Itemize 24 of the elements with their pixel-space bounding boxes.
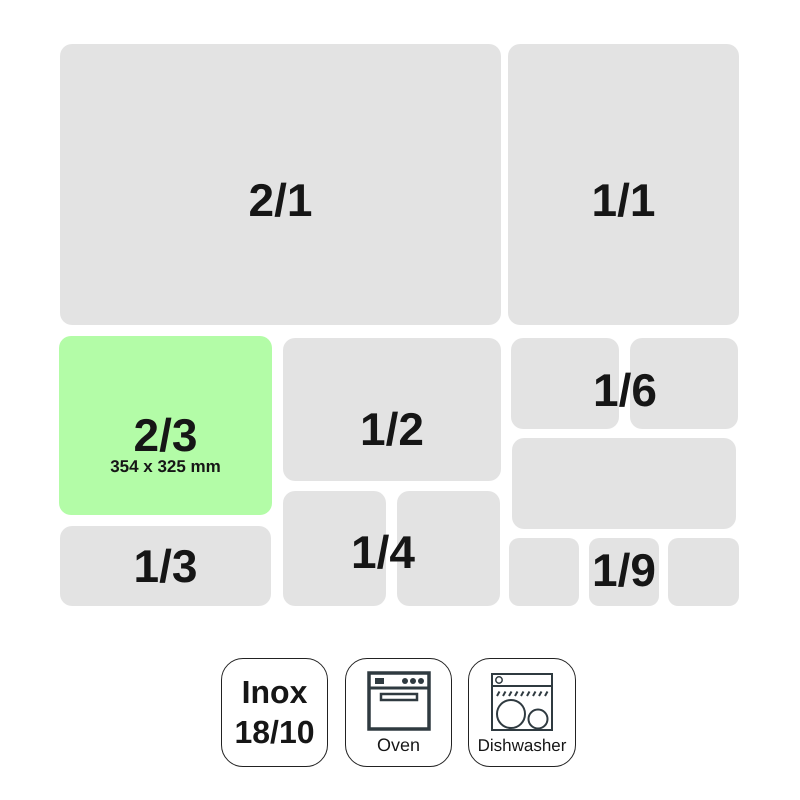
- size-block: [508, 44, 739, 325]
- material-label: Inox 18/10: [234, 673, 315, 752]
- dimension-label: 354 x 325 mm: [110, 458, 221, 475]
- size-block: [283, 338, 501, 481]
- size-block: [668, 538, 739, 606]
- material-badge: [221, 658, 328, 767]
- size-block: [509, 538, 579, 606]
- size-block: [60, 44, 501, 325]
- size-label: 1/4: [351, 529, 415, 575]
- size-label: 1/1: [592, 176, 656, 222]
- feature-badge: [468, 658, 576, 767]
- size-label: 2/1: [248, 176, 312, 222]
- size-label: 1/6: [593, 367, 657, 413]
- feature-badge: [345, 658, 452, 767]
- size-label: 1/3: [134, 543, 198, 589]
- feature-label: Dishwasher: [478, 736, 566, 754]
- size-label: 1/2: [360, 406, 424, 452]
- size-block: [589, 538, 659, 606]
- size-label: 1/9: [592, 547, 656, 593]
- size-block: [512, 438, 736, 529]
- highlighted-size-block: [59, 336, 272, 515]
- size-block: [60, 526, 271, 606]
- feature-label: Oven: [376, 736, 420, 754]
- size-label: 2/3: [134, 412, 198, 458]
